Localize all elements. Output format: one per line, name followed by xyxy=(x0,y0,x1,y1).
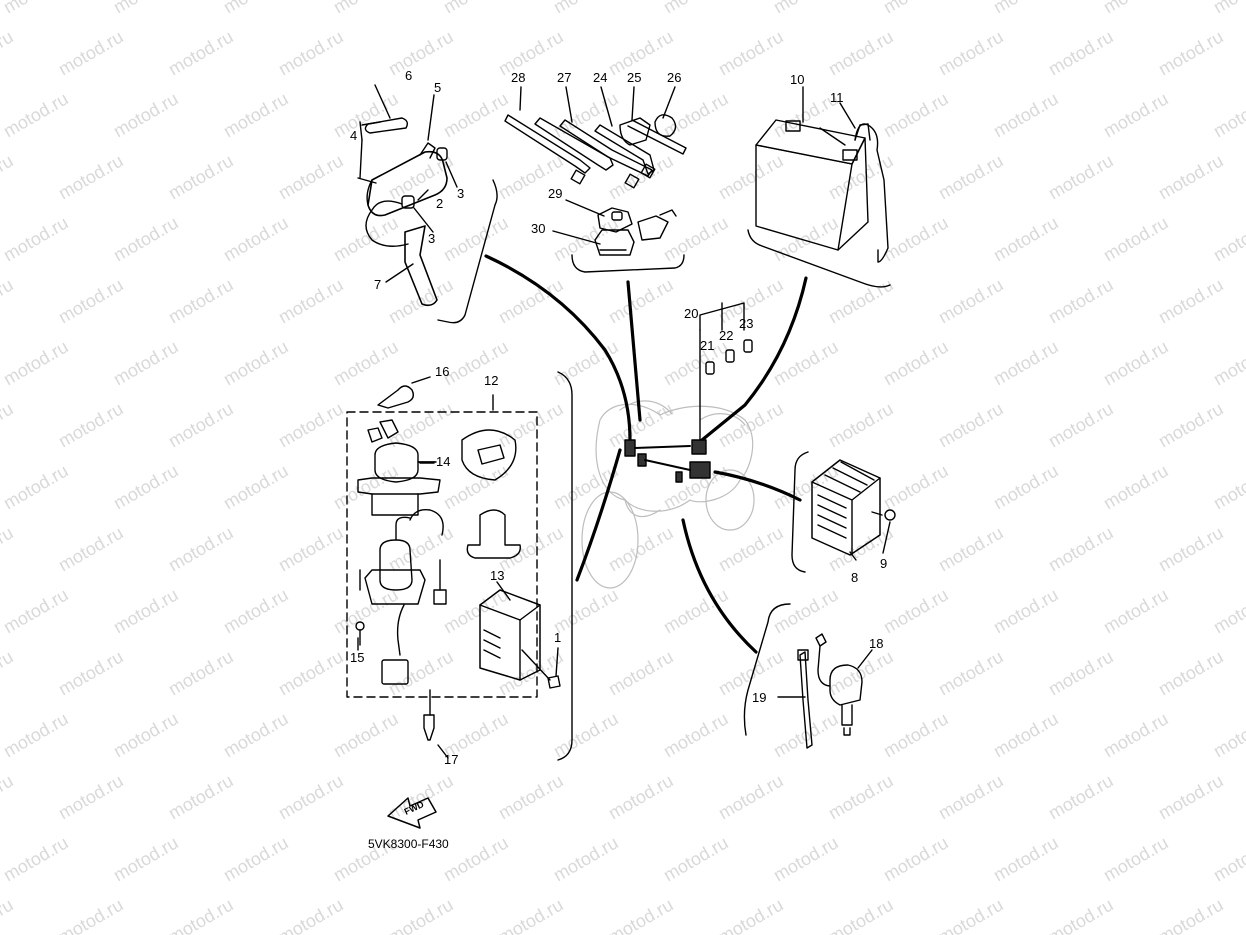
callout-27: 27 xyxy=(557,70,571,85)
callout-15: 15 xyxy=(350,650,364,665)
clamp-26 xyxy=(654,114,677,137)
clamp-25 xyxy=(619,117,651,146)
rectifier-group xyxy=(811,459,896,561)
key-14 xyxy=(367,427,383,443)
callout-14: 14 xyxy=(436,454,450,469)
cable-tie-long xyxy=(504,114,591,174)
central-wiring-cluster xyxy=(624,439,711,483)
callout-25: 25 xyxy=(627,70,641,85)
callout-28: 28 xyxy=(511,70,525,85)
callout-3a: 3 xyxy=(457,186,464,201)
callout-22: 22 xyxy=(719,328,733,343)
callout-21: 21 xyxy=(700,338,714,353)
harness-lines xyxy=(484,254,808,654)
callout-29: 29 xyxy=(548,186,562,201)
battery-front xyxy=(755,144,853,251)
fwd-label: FWD xyxy=(403,799,426,817)
diagram-code: 5VK8300-F430 xyxy=(368,837,449,851)
callout-labels: 1 2 3 3 4 5 6 7 8 9 10 11 12 13 14 15 16… xyxy=(350,68,887,767)
callout-23: 23 xyxy=(739,316,753,331)
callout-19: 19 xyxy=(752,690,766,705)
callout-26: 26 xyxy=(667,70,681,85)
main-switch-group xyxy=(346,376,561,759)
fuse-holder-29 xyxy=(597,207,633,233)
lock-body xyxy=(379,539,413,591)
switch-18 xyxy=(829,664,863,706)
callout-5: 5 xyxy=(434,80,441,95)
ignition-coil xyxy=(367,150,448,217)
group-bracket-left xyxy=(557,371,573,761)
circlip xyxy=(409,509,444,536)
key-16 xyxy=(377,385,415,409)
seat-lock-cap xyxy=(461,429,517,481)
callout-8: 8 xyxy=(851,570,858,585)
motorcycle-silhouette xyxy=(581,400,755,589)
ignition-coil-group xyxy=(357,84,458,307)
group-bracket-top-middle xyxy=(571,254,685,273)
group-bracket-bottom-right xyxy=(743,603,791,736)
relay-fuse-group xyxy=(699,302,753,441)
lock-cylinder xyxy=(466,509,521,559)
callout-1: 1 xyxy=(554,630,561,645)
spark-plug-cap xyxy=(404,225,438,307)
callout-24: 24 xyxy=(593,70,607,85)
battery-group xyxy=(755,86,889,263)
cable-tie-19 xyxy=(799,651,813,749)
fwd-arrow: FWD xyxy=(387,797,437,829)
rectifier-8 xyxy=(811,459,881,556)
battery-cable-11 xyxy=(854,123,889,263)
callout-9: 9 xyxy=(880,556,887,571)
ecu-13 xyxy=(479,589,541,681)
callout-10: 10 xyxy=(790,72,804,87)
callout-11: 11 xyxy=(830,90,844,105)
callout-30: 30 xyxy=(531,221,545,236)
callout-6: 6 xyxy=(405,68,412,83)
callout-2: 2 xyxy=(436,196,443,211)
connector-29b xyxy=(637,215,669,241)
cover-30 xyxy=(594,229,635,256)
switch-body-14 xyxy=(374,442,419,483)
coil-bracket xyxy=(364,117,409,134)
callout-3b: 3 xyxy=(428,231,435,246)
callout-18: 18 xyxy=(869,636,883,651)
bolt-1 xyxy=(547,675,561,689)
battery-top xyxy=(755,119,866,165)
battery-side xyxy=(837,137,869,251)
neutral-switch-group xyxy=(777,633,873,749)
callout-16: 16 xyxy=(435,364,449,379)
callout-13: 13 xyxy=(490,568,504,583)
group-12-dashed-box xyxy=(346,411,538,698)
group-bracket-top-right xyxy=(747,229,891,288)
callout-12: 12 xyxy=(484,373,498,388)
bolt-17 xyxy=(423,714,435,741)
group-bracket-top-left xyxy=(437,179,498,324)
group-bracket-right-middle xyxy=(791,451,809,573)
cable-tie-24 xyxy=(594,124,655,175)
callout-7: 7 xyxy=(374,277,381,292)
callout-20: 20 xyxy=(684,306,698,321)
callout-4: 4 xyxy=(350,128,357,143)
plug-lead xyxy=(365,200,409,247)
callout-17: 17 xyxy=(444,752,458,767)
connector-14 xyxy=(381,659,409,685)
cable-ties-group xyxy=(504,86,687,256)
